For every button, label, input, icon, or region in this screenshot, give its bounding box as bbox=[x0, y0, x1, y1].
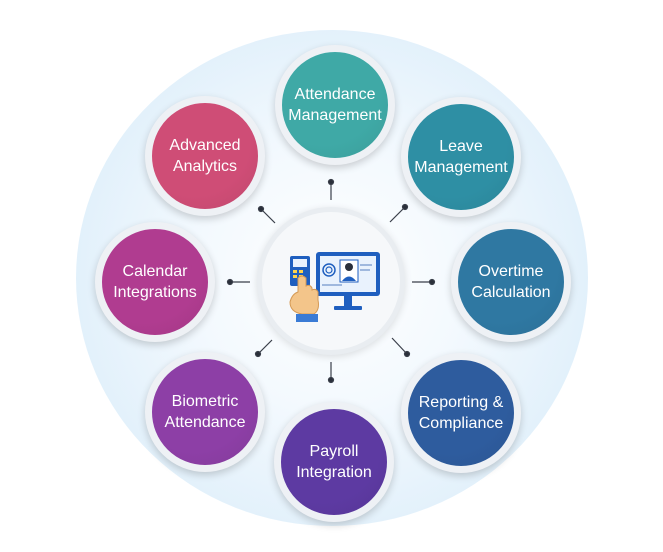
node-calendar-integrations: Calendar Integrations bbox=[95, 222, 215, 342]
node-label-attendance-management: Attendance Management bbox=[288, 86, 382, 124]
node-payroll-integration: Payroll Integration bbox=[274, 402, 394, 522]
node-label-biometric-attendance: Biometric Attendance bbox=[164, 393, 246, 431]
node-overtime-calculation: Overtime Calculation bbox=[451, 222, 571, 342]
connector-top-right bbox=[389, 206, 406, 223]
biometric-attendance-terminal-icon bbox=[289, 252, 380, 322]
node-label-advanced-analytics: Advanced Analytics bbox=[169, 137, 241, 175]
connector-bottom-left bbox=[257, 339, 273, 355]
node-label-overtime-calculation: Overtime Calculation bbox=[471, 263, 551, 301]
node-label-leave-management: Leave Management bbox=[414, 138, 508, 176]
connector-bottom-right bbox=[391, 337, 408, 355]
node-advanced-analytics: Advanced Analytics bbox=[145, 96, 265, 216]
node-biometric-attendance: Biometric Attendance bbox=[145, 352, 265, 472]
node-leave-management: Leave Management bbox=[401, 97, 521, 217]
node-label-payroll-integration: Payroll Integration bbox=[296, 443, 372, 481]
node-attendance-management: Attendance Management bbox=[275, 45, 395, 165]
center-hub bbox=[257, 207, 405, 355]
connector-top-left bbox=[260, 208, 276, 224]
node-label-reporting-compliance: Reporting & Compliance bbox=[418, 394, 504, 432]
node-reporting-compliance: Reporting & Compliance bbox=[401, 353, 521, 473]
node-label-calendar-integrations: Calendar Integrations bbox=[113, 263, 197, 301]
